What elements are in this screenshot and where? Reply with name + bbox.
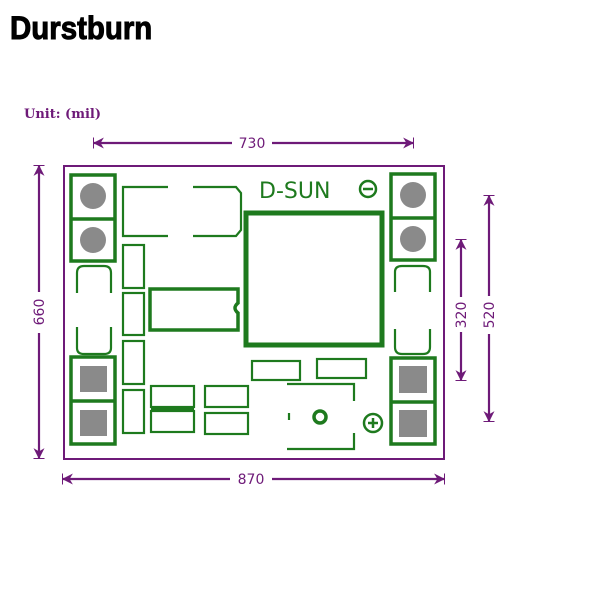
pad-round-4 xyxy=(400,226,426,252)
capacitor-left xyxy=(75,264,113,356)
pad-square-2 xyxy=(80,410,107,436)
dimension-right-inner-label: 320 xyxy=(454,302,470,329)
resistor-h2 xyxy=(149,409,196,434)
diode-outline xyxy=(121,185,243,238)
pad-round-3 xyxy=(400,182,426,208)
resistor-h5 xyxy=(250,359,302,382)
resistor-v1 xyxy=(121,243,146,290)
board-outline xyxy=(63,165,445,460)
pad-square-4 xyxy=(399,410,427,437)
potentiometer-knob xyxy=(312,409,328,425)
pad-square-3 xyxy=(399,366,427,393)
resistor-v4 xyxy=(121,388,146,435)
pad-round-1 xyxy=(80,183,106,209)
inductor-outline xyxy=(243,210,385,348)
positive-symbol-icon xyxy=(362,412,384,434)
resistor-v3 xyxy=(121,339,146,386)
dimension-left-label: 660 xyxy=(32,299,48,326)
potentiometer-outline xyxy=(287,382,356,451)
resistor-h1 xyxy=(149,384,196,409)
resistor-h4 xyxy=(203,411,250,436)
pad-square-1 xyxy=(80,366,107,392)
capacitor-right xyxy=(393,264,432,356)
unit-label: Unit: (mil) xyxy=(24,107,101,122)
pad-round-2 xyxy=(80,227,106,253)
negative-symbol-icon xyxy=(358,179,378,199)
dimension-top-label: 730 xyxy=(239,136,266,152)
dimension-right-outer-label: 520 xyxy=(482,302,498,329)
resistor-v2 xyxy=(121,291,146,337)
dimension-bottom-label: 870 xyxy=(238,472,265,488)
silkscreen-label: D-SUN xyxy=(259,179,330,204)
resistor-h3 xyxy=(203,384,250,409)
brand-title: Durstburn xyxy=(10,10,153,47)
resistor-h6 xyxy=(315,357,368,380)
ic-outline xyxy=(148,287,240,332)
